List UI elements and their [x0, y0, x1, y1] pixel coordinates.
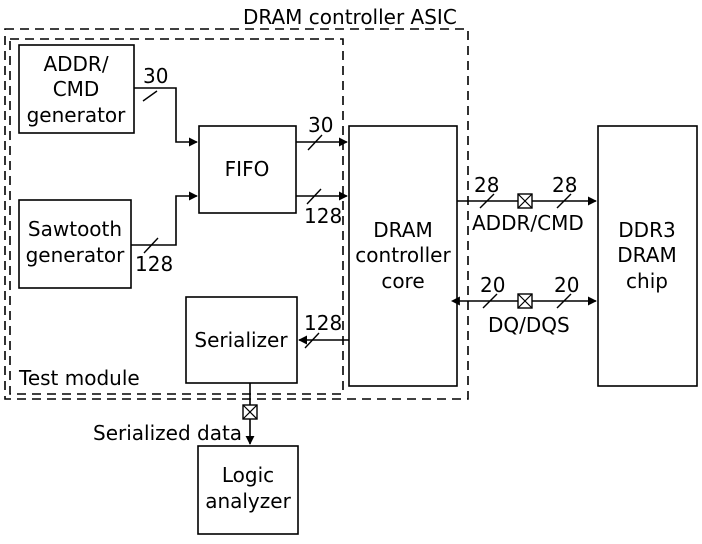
- sawtooth-generator-line-2: generator: [26, 243, 126, 267]
- controller-core-line-2: controller: [355, 243, 451, 267]
- fifo-block: FIFO: [198, 125, 297, 214]
- addr-cmd-generator-line-1: ADDR/: [43, 52, 108, 76]
- addr-cmd-generator-block: ADDR/ CMD generator: [18, 44, 135, 134]
- bus-slash-icon: [304, 332, 320, 349]
- serializer-label: Serializer: [194, 328, 288, 352]
- chip-dq-bus-width: 20: [554, 273, 579, 297]
- addr-gen-to-fifo-wire: [134, 87, 198, 147]
- controller-core-line-3: core: [381, 269, 424, 293]
- bus-slash-icon: [482, 293, 498, 309]
- bus-slash-icon: [306, 188, 322, 205]
- bus-slash-icon: [479, 193, 495, 209]
- bus-slash-icon: [142, 90, 158, 102]
- serializer-block: Serializer: [185, 296, 298, 384]
- sawtooth-bus-width: 128: [135, 252, 173, 276]
- core-dq-bus-width: 20: [480, 273, 505, 297]
- core-to-serializer-width: 128: [304, 311, 342, 335]
- test-module-label: Test module: [18, 366, 140, 390]
- addr-cmd-pad-icon: [517, 193, 533, 209]
- addr-cmd-generator-line-2: CMD: [53, 77, 100, 101]
- chip-addr-bus-width: 28: [552, 173, 577, 197]
- bus-slash-icon: [556, 293, 572, 309]
- controller-core-line-1: DRAM: [373, 218, 432, 242]
- test-module-boundary: [9, 38, 344, 395]
- ddr3-chip-line-3: chip: [626, 269, 668, 293]
- fifo-to-core-addr-width: 30: [308, 113, 333, 137]
- sawtooth-generator-block: Sawtooth generator: [18, 199, 132, 289]
- sawtooth-to-fifo-wire: [131, 191, 198, 246]
- addr-cmd-label: ADDR/CMD: [472, 211, 584, 235]
- ddr3-dram-chip-block: DDR3 DRAM chip: [597, 125, 698, 387]
- bus-slash-icon: [307, 134, 323, 151]
- logic-analyzer-line-2: analyzer: [205, 489, 291, 513]
- dq-dqs-pad-icon: [517, 293, 533, 309]
- addr-gen-bus-width: 30: [143, 64, 168, 88]
- fifo-to-core-data-width: 128: [304, 204, 342, 228]
- logic-analyzer-block: Logic analyzer: [197, 445, 299, 535]
- fifo-label: FIFO: [225, 157, 270, 181]
- ddr3-chip-line-1: DDR3: [618, 218, 675, 242]
- bus-slash-icon: [556, 193, 572, 209]
- dq-dqs-label: DQ/DQS: [488, 313, 570, 337]
- ddr3-chip-line-2: DRAM: [617, 243, 676, 267]
- bus-slash-icon: [143, 237, 159, 254]
- dram-controller-asic-boundary: [4, 28, 469, 400]
- asic-label: DRAM controller ASIC: [243, 5, 457, 29]
- core-addr-bus-width: 28: [474, 173, 499, 197]
- logic-analyzer-line-1: Logic: [222, 463, 274, 487]
- dram-controller-core-block: DRAM controller core: [348, 125, 458, 387]
- serialized-data-label: Serialized data: [93, 421, 242, 445]
- serialized-data-pad-icon: [242, 404, 258, 420]
- sawtooth-generator-line-1: Sawtooth: [28, 217, 122, 241]
- addr-cmd-generator-line-3: generator: [27, 103, 127, 127]
